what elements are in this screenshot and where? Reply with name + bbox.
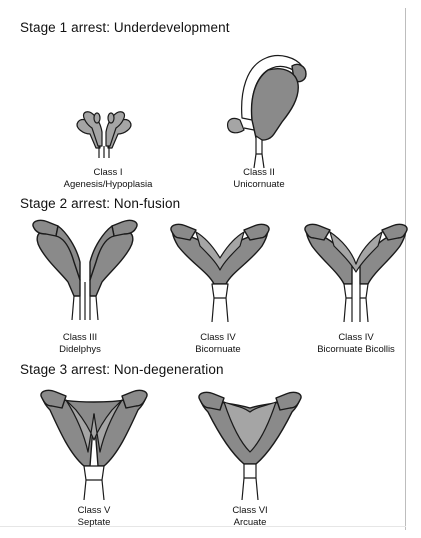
class-3-illustration	[33, 220, 137, 320]
class-1-caption: Class I Agenesis/Hypoplasia	[64, 167, 153, 191]
class-4-bicollis-name: Bicornuate Bicollis	[317, 344, 395, 356]
class-2-name: Unicornuate	[233, 179, 284, 191]
class-4-bicollis-illustration	[305, 224, 407, 322]
class-4-bicornuate-caption: Class IV Bicornuate	[195, 332, 240, 356]
class-4-bicollis-label: Class IV	[317, 332, 395, 344]
class-1-name: Agenesis/Hypoplasia	[64, 179, 153, 191]
class-4-bicollis-caption: Class IV Bicornuate Bicollis	[317, 332, 395, 356]
class-5-label: Class V	[78, 505, 111, 517]
class-5-name: Septate	[78, 517, 111, 529]
class-4-bicornuate-name: Bicornuate	[195, 344, 240, 356]
class-6-caption: Class VI Arcuate	[232, 505, 267, 529]
class-5-caption: Class V Septate	[78, 505, 111, 529]
class-2-caption: Class II Unicornuate	[233, 167, 284, 191]
class-3-name: Didelphys	[59, 344, 101, 356]
class-3-label: Class III	[59, 332, 101, 344]
class-2-label: Class II	[233, 167, 284, 179]
class-1-label: Class I	[64, 167, 153, 179]
class-3-caption: Class III Didelphys	[59, 332, 101, 356]
class-6-name: Arcuate	[232, 517, 267, 529]
class-5-illustration	[41, 390, 147, 500]
class-1-illustration	[77, 112, 131, 158]
class-2-illustration	[228, 56, 306, 168]
class-6-illustration	[199, 392, 301, 500]
class-4-bicornuate-illustration	[171, 224, 269, 322]
class-6-label: Class VI	[232, 505, 267, 517]
class-4-bicornuate-label: Class IV	[195, 332, 240, 344]
